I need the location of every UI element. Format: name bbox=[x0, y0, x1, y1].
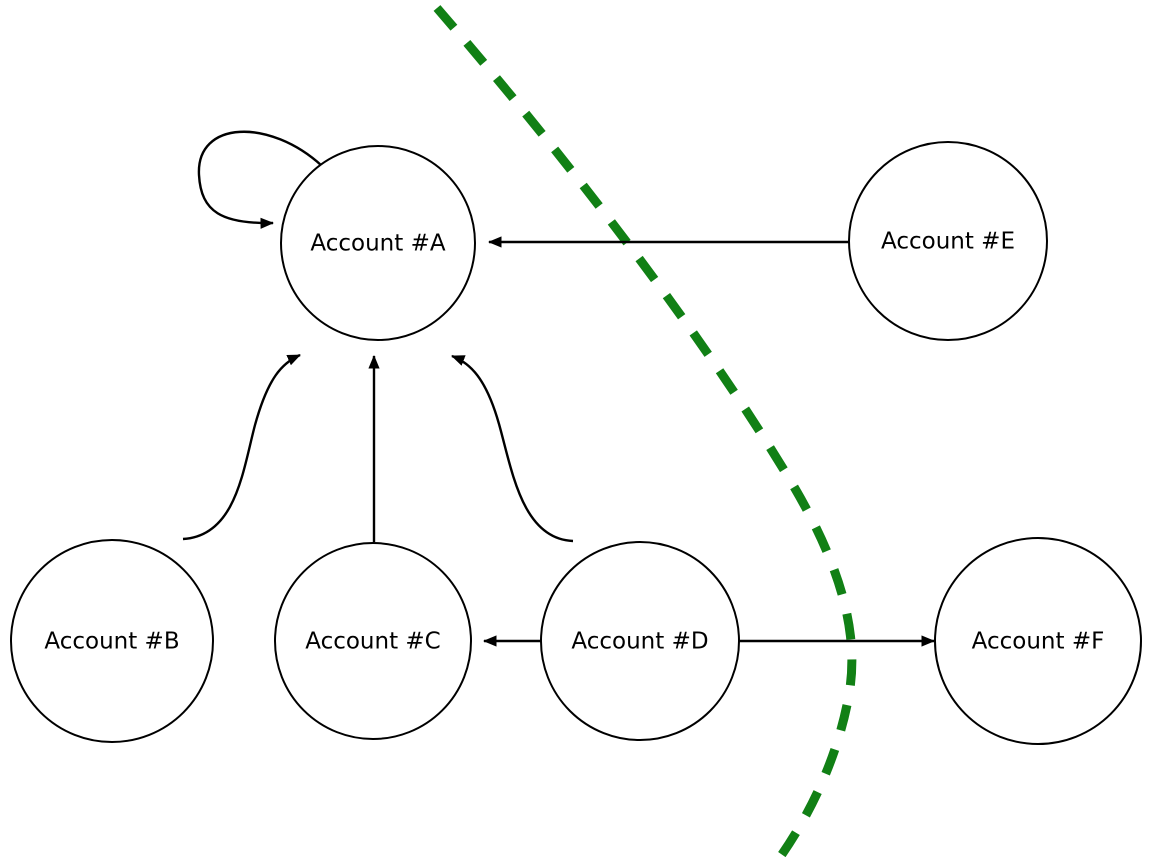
node-circle-d[interactable] bbox=[540, 541, 740, 741]
node-label-d: Account #D bbox=[571, 629, 708, 655]
node-account-e[interactable]: Account #E bbox=[848, 141, 1048, 341]
node-label-e: Account #E bbox=[881, 229, 1015, 255]
edge-account-d-to-account-a[interactable] bbox=[451, 354, 574, 543]
node-label-b: Account #B bbox=[44, 629, 179, 655]
node-account-c[interactable]: Account #C bbox=[274, 542, 472, 740]
node-circle-b[interactable] bbox=[10, 539, 214, 743]
node-circle-f[interactable] bbox=[934, 537, 1142, 745]
node-account-a[interactable]: Account #A bbox=[280, 145, 476, 341]
node-circle-a[interactable] bbox=[280, 145, 476, 341]
node-circle-e[interactable] bbox=[848, 141, 1048, 341]
node-label-a: Account #A bbox=[310, 231, 445, 257]
node-label-f: Account #F bbox=[972, 629, 1105, 655]
node-account-b[interactable]: Account #B bbox=[10, 539, 214, 743]
node-account-d[interactable]: Account #D bbox=[540, 541, 740, 741]
edge-account-b-to-account-a[interactable] bbox=[182, 353, 301, 541]
jurisdiction-boundary-line bbox=[433, 5, 857, 863]
node-account-f[interactable]: Account #F bbox=[934, 537, 1142, 745]
edge-account-a-self-loop[interactable] bbox=[197, 130, 323, 229]
node-circle-c[interactable] bbox=[274, 542, 472, 740]
node-label-c: Account #C bbox=[305, 629, 441, 655]
